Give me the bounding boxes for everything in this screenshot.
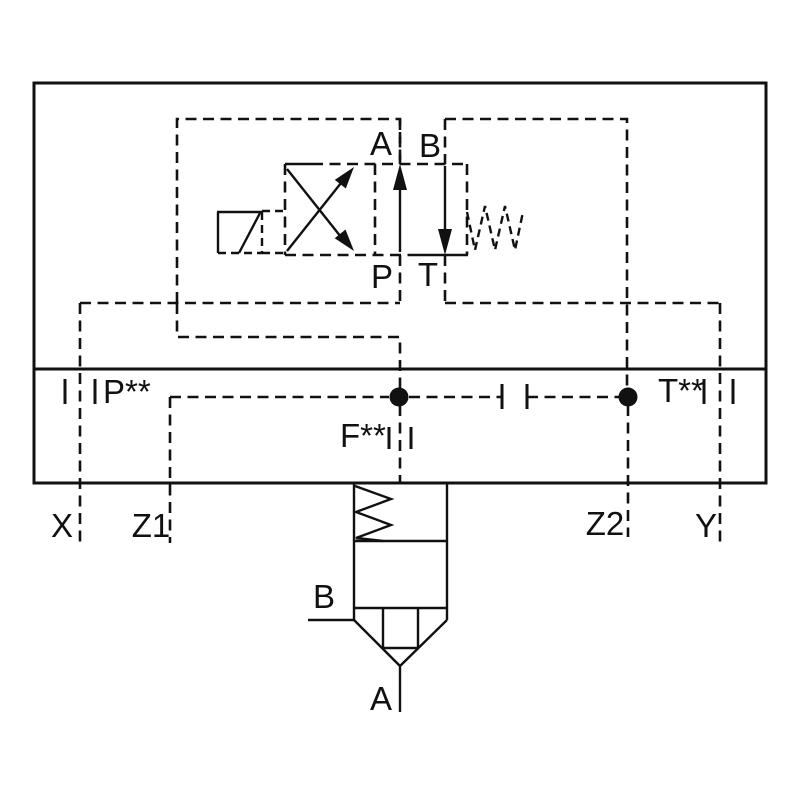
label-port-z1: Z1 bbox=[132, 507, 171, 544]
poppet-cone bbox=[353, 619, 448, 668]
label-port-z2: Z2 bbox=[586, 505, 625, 542]
label-main-port-a: A bbox=[370, 680, 392, 717]
pilot-valve-symbol bbox=[216, 162, 525, 257]
p-to-a-arrow-head bbox=[393, 164, 407, 190]
crossed-arrow-down-head bbox=[334, 229, 354, 251]
valve-position-crossed bbox=[286, 167, 354, 252]
labels: A B P T P** T** F** X Z1 Z2 Y B A bbox=[51, 125, 717, 717]
label-channel-p: P** bbox=[103, 373, 151, 410]
label-port-y: Y bbox=[695, 507, 717, 544]
label-pilot-port-a: A bbox=[370, 125, 392, 162]
pilot-supply-line bbox=[175, 303, 402, 388]
cartridge-valve-symbol bbox=[308, 484, 449, 712]
crossed-arrow-up-line bbox=[286, 182, 342, 252]
label-channel-t: T** bbox=[658, 372, 704, 409]
label-main-port-b: B bbox=[313, 578, 335, 615]
crossed-arrow-down-line bbox=[286, 168, 342, 238]
b-to-t-arrow-head bbox=[438, 229, 452, 255]
crossed-arrow-up-head bbox=[334, 167, 354, 189]
dashed-enclosures bbox=[80, 117, 720, 387]
pilot-channel-lines bbox=[78, 119, 722, 543]
left-dashed-enclosure bbox=[175, 117, 402, 303]
label-channel-f: F** bbox=[340, 417, 386, 454]
poppet-seat-rect bbox=[381, 608, 420, 650]
label-pilot-port-p: P bbox=[371, 258, 393, 295]
junction-dots bbox=[389, 387, 638, 407]
cartridge-spring-icon bbox=[352, 484, 395, 543]
label-pilot-port-t: T bbox=[418, 256, 438, 293]
solenoid-icon bbox=[216, 209, 285, 255]
right-dashed-enclosure bbox=[445, 117, 629, 387]
label-pilot-port-b: B bbox=[419, 127, 441, 164]
plug-ticks bbox=[63, 379, 735, 449]
pilot-spring-icon bbox=[465, 205, 525, 251]
z2-junction-dot bbox=[618, 387, 638, 407]
valve-position-parallel bbox=[393, 164, 452, 255]
solenoid-diagonal bbox=[237, 212, 262, 254]
label-port-x: X bbox=[51, 507, 73, 544]
f-junction-dot bbox=[389, 387, 409, 407]
